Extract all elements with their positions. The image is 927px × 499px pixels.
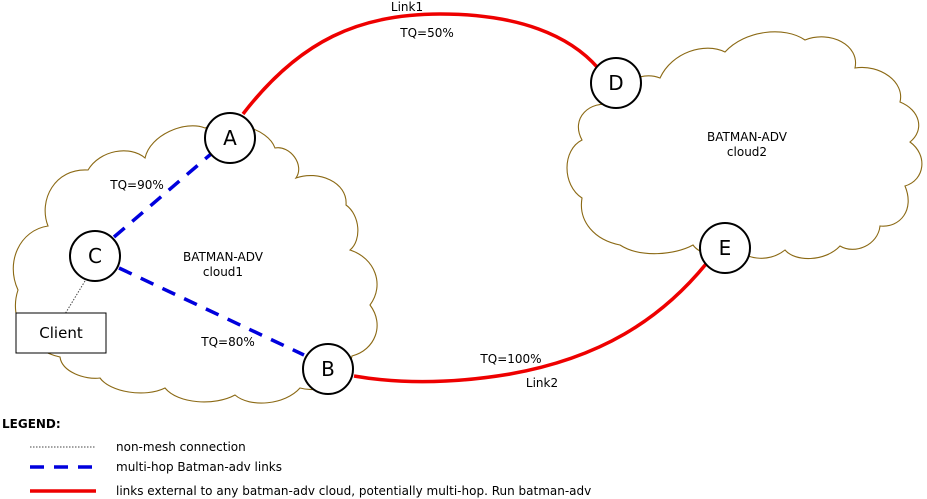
link2-tq: TQ=100%: [479, 352, 541, 366]
legend-title: LEGEND:: [2, 417, 61, 431]
node-e-label: E: [719, 236, 732, 260]
link1-name: Link1: [391, 0, 423, 14]
link-c-b: [118, 266, 305, 357]
link-c-b-tq: TQ=80%: [200, 335, 255, 349]
link-c-a-tq: TQ=90%: [109, 178, 164, 192]
node-d: D: [590, 57, 642, 109]
link2-line: [353, 262, 708, 384]
cloud1-title: BATMAN-ADV: [183, 250, 264, 264]
node-b: B: [302, 343, 354, 395]
cloud2-title: BATMAN-ADV: [707, 130, 788, 144]
node-a-label: A: [223, 126, 237, 150]
node-b-label: B: [321, 357, 335, 381]
link1-tq: TQ=50%: [399, 26, 454, 40]
non-mesh-connection-line: [64, 280, 86, 315]
link1-line: [241, 12, 600, 116]
cloud1-name: cloud1: [203, 265, 243, 279]
legend-label-external: links external to any batman-adv cloud, …: [116, 484, 591, 498]
cloud1-shape: [12, 123, 378, 404]
legend-label-non-mesh: non-mesh connection: [116, 440, 246, 454]
cloud2-shape: [566, 31, 923, 260]
link-c-a: [112, 152, 213, 239]
node-d-label: D: [608, 71, 623, 95]
cloud2-name: cloud2: [727, 145, 767, 159]
client-label: Client: [39, 324, 83, 342]
link2-name: Link2: [526, 376, 558, 390]
legend: LEGEND: non-mesh connection multi-hop Ba…: [2, 417, 591, 498]
node-c: C: [69, 230, 121, 282]
node-a: A: [204, 112, 256, 164]
node-e: E: [699, 222, 751, 274]
client-box: Client: [15, 312, 107, 354]
legend-label-mesh: multi-hop Batman-adv links: [116, 460, 282, 474]
node-c-label: C: [88, 244, 102, 268]
